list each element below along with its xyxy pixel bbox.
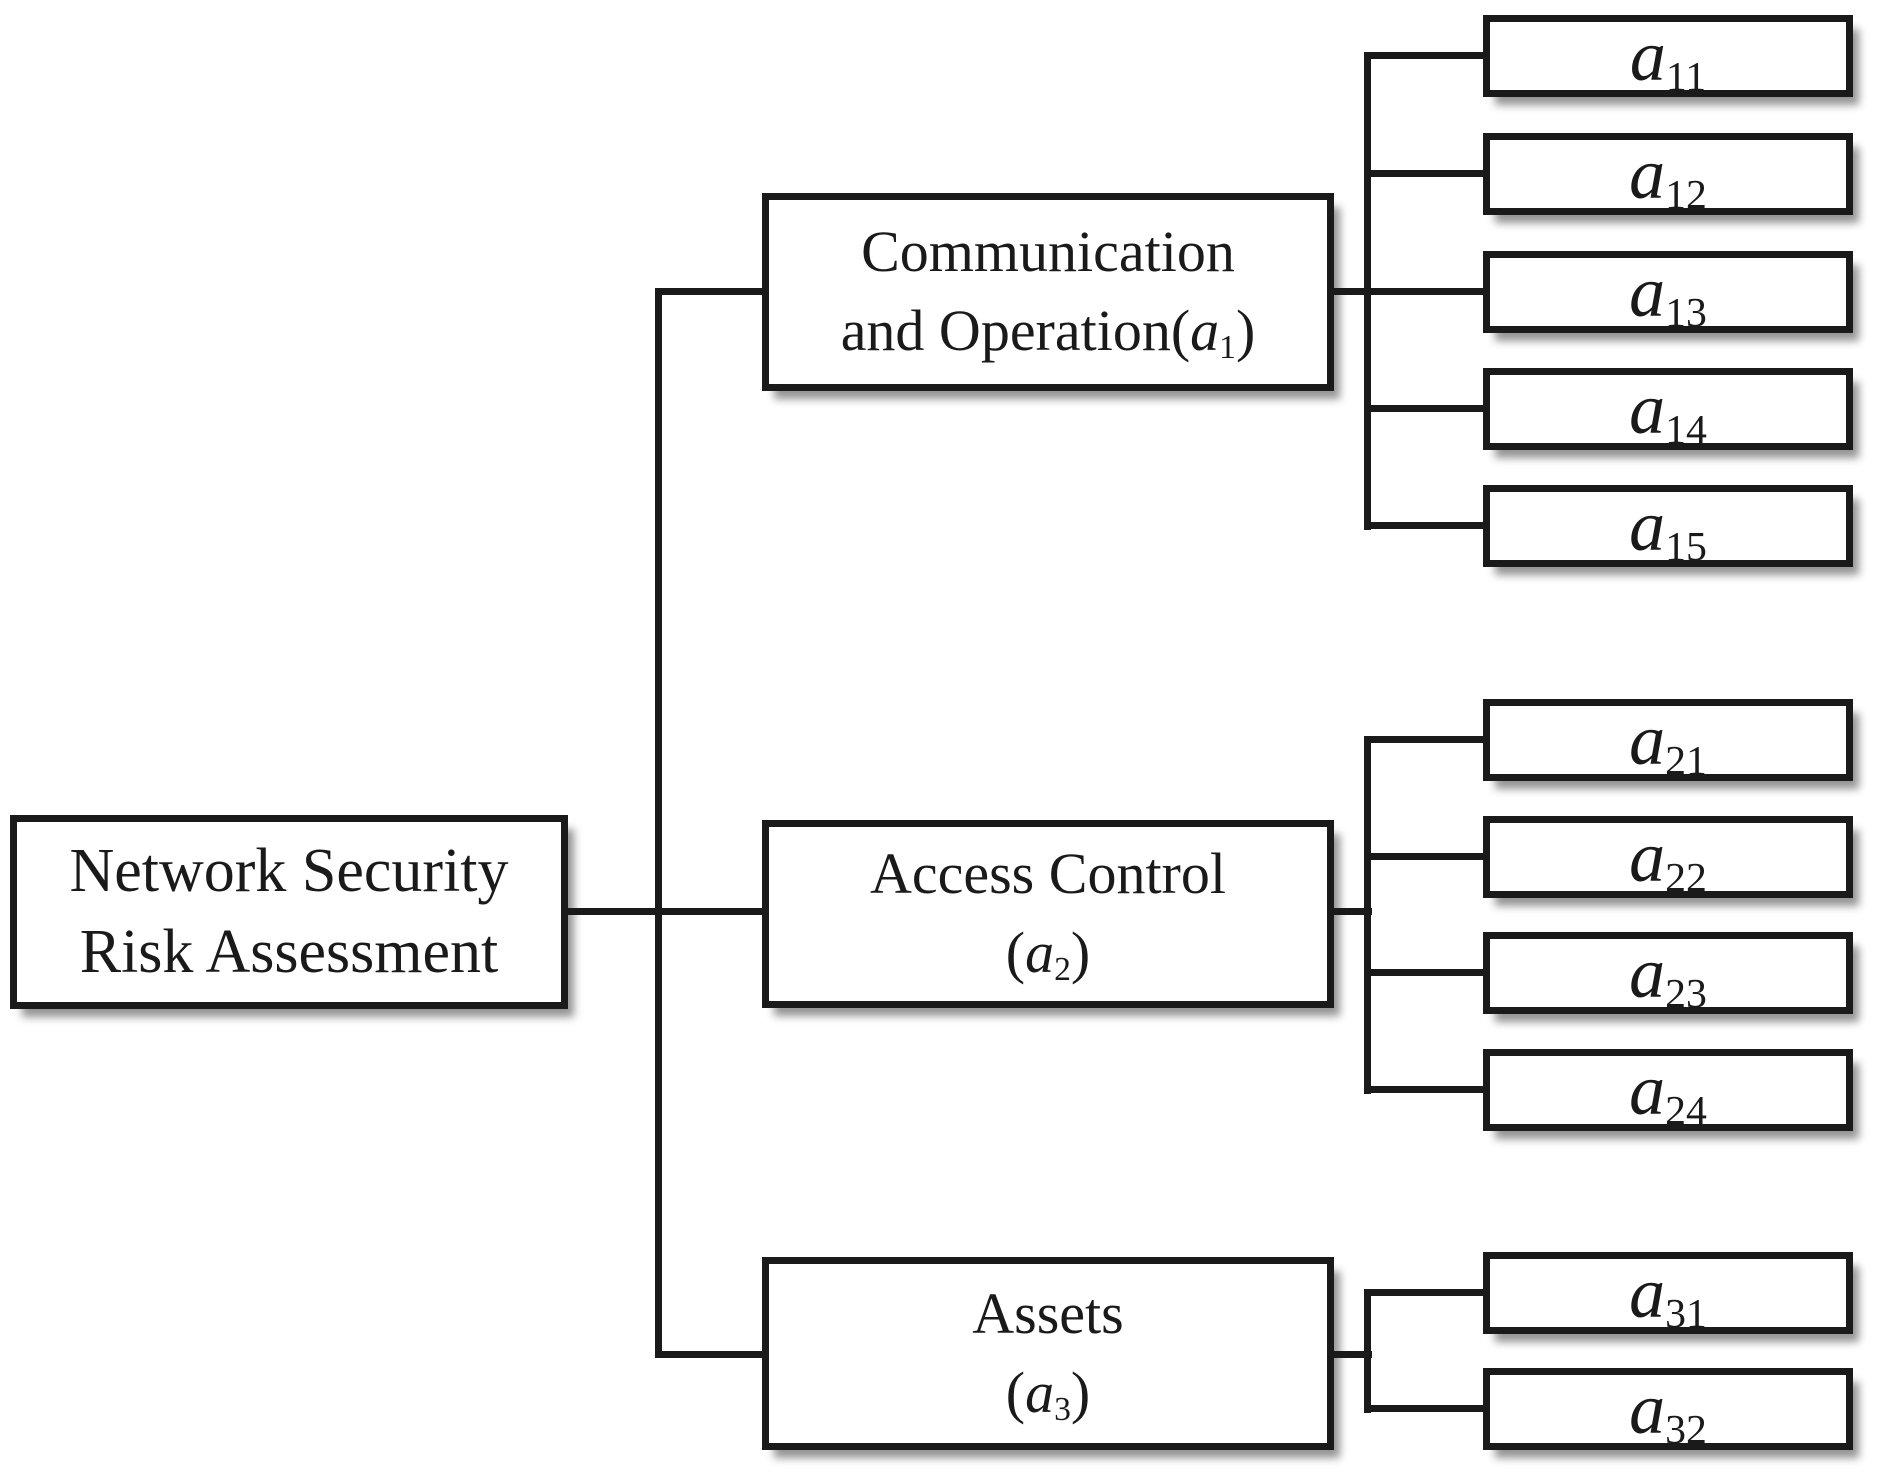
leaf-label: a22 bbox=[1629, 821, 1707, 899]
subscript-number: 23 bbox=[1665, 971, 1707, 1018]
label-text: Communication bbox=[861, 219, 1235, 285]
leaf-node-a11: a11 bbox=[1483, 15, 1853, 98]
bracket-stub-a23 bbox=[1364, 969, 1483, 976]
leaf-label: a13 bbox=[1629, 256, 1707, 334]
subscript-number: 31 bbox=[1665, 1291, 1707, 1338]
connector-trunk-to-category-3 bbox=[655, 1351, 762, 1358]
subscript-number: 13 bbox=[1665, 290, 1707, 337]
subscript-number: 22 bbox=[1665, 855, 1707, 902]
leaf-label: a21 bbox=[1629, 704, 1707, 782]
category-label-line-1: Assets bbox=[972, 1275, 1123, 1354]
leaf-label: a31 bbox=[1629, 1257, 1707, 1335]
bracket-stub-a24 bbox=[1364, 1086, 1483, 1093]
variable-letter: a bbox=[1190, 298, 1220, 363]
leaf-label: a11 bbox=[1630, 20, 1706, 98]
leaf-label: a15 bbox=[1629, 490, 1707, 568]
subscript-number: 24 bbox=[1665, 1088, 1707, 1135]
label-text: and Operation( bbox=[840, 298, 1191, 363]
variable-letter: a bbox=[1025, 1359, 1055, 1425]
root-node-network-security-risk-assessment: Network Security Risk Assessment bbox=[10, 815, 568, 1009]
connector-trunk-to-category-1 bbox=[655, 288, 762, 295]
label-text: ) bbox=[1070, 1359, 1091, 1425]
subscript-number: 2 bbox=[1054, 951, 1071, 989]
root-label-line-1: Network Security bbox=[69, 837, 509, 906]
category-label-line-2: (a2) bbox=[1006, 914, 1090, 993]
leaf-node-a21: a21 bbox=[1483, 699, 1853, 782]
bracket-stub-a31 bbox=[1364, 1289, 1483, 1296]
category-label-line-1: Communication bbox=[861, 213, 1235, 292]
subscript-number: 3 bbox=[1054, 1390, 1071, 1428]
label-text: ) bbox=[1235, 298, 1256, 363]
leaf-node-a22: a22 bbox=[1483, 816, 1853, 899]
subscript-number: 12 bbox=[1665, 172, 1707, 219]
variable-letter: a bbox=[1025, 920, 1055, 985]
variable-letter: a bbox=[1629, 486, 1666, 566]
connector-trunk-vertical bbox=[655, 288, 662, 1358]
variable-letter: a bbox=[1629, 252, 1666, 332]
category-node-communication-and-operation: Communication and Operation(a1) bbox=[762, 193, 1334, 391]
leaf-label: a12 bbox=[1629, 138, 1707, 216]
category-label-line-2: (a3) bbox=[1006, 1354, 1090, 1433]
leaf-node-a32: a32 bbox=[1483, 1368, 1853, 1451]
variable-letter: a bbox=[1629, 1369, 1666, 1449]
root-label-line-2: Risk Assessment bbox=[79, 918, 499, 986]
variable-letter: a bbox=[1629, 16, 1666, 96]
bracket-stub-a32 bbox=[1364, 1405, 1483, 1412]
leaf-label: a23 bbox=[1629, 937, 1707, 1015]
category-node-assets: Assets (a3) bbox=[762, 1257, 1334, 1450]
category-label-line-2: and Operation(a1) bbox=[841, 292, 1256, 371]
category-label-line-1: Access Control bbox=[870, 835, 1226, 914]
label-text: Access Control bbox=[870, 841, 1226, 907]
leaf-node-a24: a24 bbox=[1483, 1049, 1853, 1132]
variable-letter: a bbox=[1629, 1050, 1666, 1130]
variable-letter: a bbox=[1629, 134, 1666, 214]
variable-letter: a bbox=[1629, 933, 1666, 1013]
bracket-stub-a22 bbox=[1364, 853, 1483, 860]
leaf-node-a31: a31 bbox=[1483, 1252, 1853, 1335]
label-text: Assets bbox=[972, 1280, 1124, 1346]
bracket-group-3-vertical bbox=[1364, 1289, 1371, 1413]
connector-category-1-to-a13 bbox=[1327, 288, 1483, 295]
variable-letter: a bbox=[1629, 369, 1666, 449]
leaf-label: a32 bbox=[1629, 1373, 1707, 1451]
variable-letter: a bbox=[1629, 1253, 1666, 1333]
bracket-group-1-vertical bbox=[1364, 52, 1371, 530]
leaf-node-a12: a12 bbox=[1483, 133, 1853, 216]
subscript-number: 14 bbox=[1665, 407, 1707, 454]
bracket-group-2-vertical bbox=[1364, 736, 1371, 1094]
subscript-number: 1 bbox=[1219, 329, 1236, 367]
connector-category-3-to-bracket bbox=[1327, 1351, 1372, 1358]
subscript-number: 15 bbox=[1665, 524, 1707, 571]
leaf-node-a14: a14 bbox=[1483, 368, 1853, 451]
leaf-node-a23: a23 bbox=[1483, 932, 1853, 1015]
leaf-label: a14 bbox=[1629, 373, 1707, 451]
label-text: ) bbox=[1070, 920, 1091, 985]
leaf-node-a15: a15 bbox=[1483, 485, 1853, 568]
variable-letter: a bbox=[1629, 817, 1666, 897]
subscript-number: 11 bbox=[1665, 54, 1707, 101]
leaf-label: a24 bbox=[1629, 1054, 1707, 1132]
subscript-number: 32 bbox=[1665, 1407, 1707, 1454]
category-node-access-control: Access Control (a2) bbox=[762, 820, 1334, 1008]
bracket-stub-a12 bbox=[1364, 170, 1483, 177]
label-text: ( bbox=[1005, 920, 1026, 985]
bracket-stub-a11 bbox=[1364, 52, 1483, 59]
leaf-node-a13: a13 bbox=[1483, 251, 1853, 334]
bracket-stub-a14 bbox=[1364, 405, 1483, 412]
bracket-stub-a21 bbox=[1364, 736, 1483, 743]
label-text: ( bbox=[1005, 1359, 1026, 1425]
variable-letter: a bbox=[1629, 700, 1666, 780]
bracket-stub-a15 bbox=[1364, 522, 1483, 529]
subscript-number: 21 bbox=[1665, 738, 1707, 785]
connector-category-2-to-bracket bbox=[1327, 908, 1372, 915]
